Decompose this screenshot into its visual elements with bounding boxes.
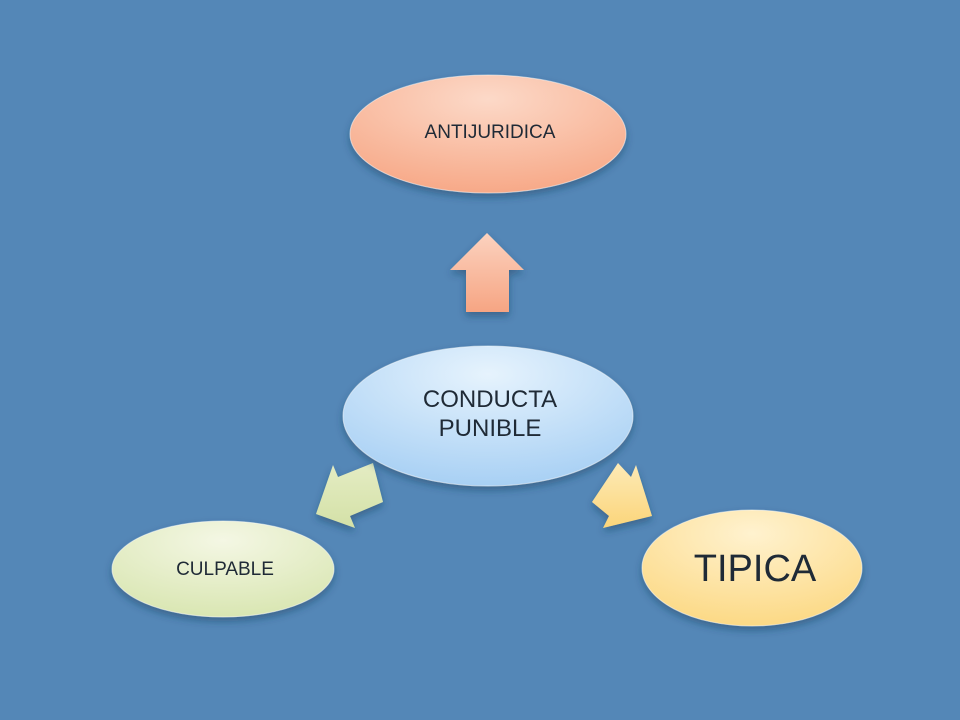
node-top-label: ANTIJURIDICA	[370, 108, 610, 158]
node-left-shape	[111, 520, 335, 618]
node-top-shape	[349, 74, 627, 194]
arrow-up-icon	[450, 233, 524, 312]
node-center-line-1: CONDUCTA	[422, 386, 558, 414]
node-top-text: ANTIJURIDICA	[424, 121, 556, 143]
node-left-label: CULPABLE	[120, 545, 330, 595]
node-left-text: CULPABLE	[176, 558, 274, 580]
node-right-shape	[641, 509, 863, 627]
node-center-line-2: PUNIBLE	[438, 415, 542, 442]
node-center-shape	[342, 345, 634, 487]
arrow-down-right-icon	[592, 463, 652, 528]
node-right-label: TIPICA	[645, 535, 865, 605]
node-right-text: TIPICA	[693, 548, 817, 591]
node-center-label: CONDUCTA PUNIBLE	[360, 370, 620, 460]
arrow-down-left-icon	[316, 463, 383, 528]
